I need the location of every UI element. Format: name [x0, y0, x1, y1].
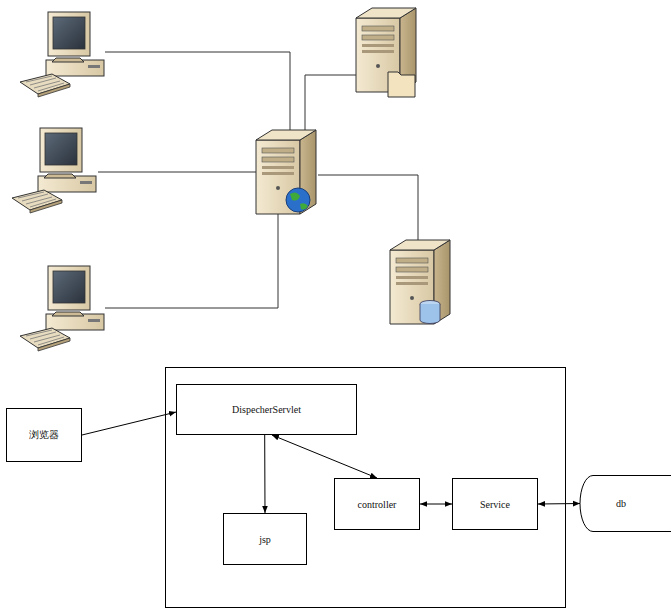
connector-arrow	[272, 435, 377, 478]
controller-box: controller	[334, 478, 420, 530]
connector-arrow	[538, 503, 580, 505]
database-cylinder: db	[580, 475, 671, 532]
node-label: jsp	[259, 534, 271, 545]
node-label: 浏览器	[29, 428, 59, 442]
container-frame	[166, 368, 566, 608]
browser-box: 浏览器	[6, 408, 82, 462]
servlet-box: DispecherServlet	[176, 384, 357, 435]
node-label: db	[616, 498, 626, 509]
view-box: jsp	[223, 513, 307, 565]
service-box: Service	[452, 478, 538, 530]
node-label: controller	[358, 499, 397, 510]
node-label: DispecherServlet	[232, 404, 301, 415]
node-label: Service	[480, 499, 510, 510]
connector-arrow	[264, 435, 265, 513]
connector-arrow	[420, 504, 452, 505]
connector-arrow	[82, 412, 176, 435]
